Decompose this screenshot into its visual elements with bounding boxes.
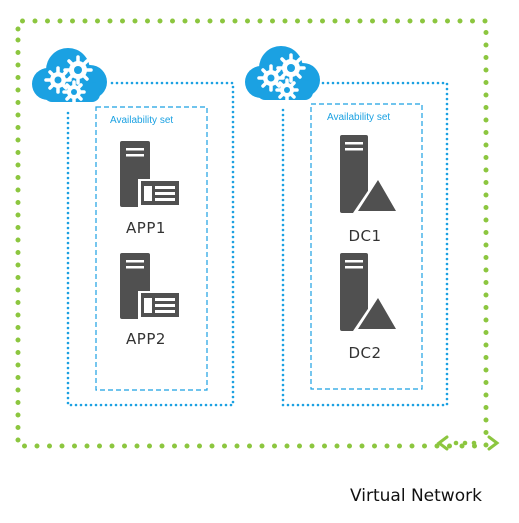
virtual-network-label: Virtual Network <box>350 486 482 506</box>
server-label-dc1: DC1 <box>348 227 382 245</box>
domain-controller-icon <box>340 253 400 331</box>
app-server-icon <box>120 253 181 319</box>
server-label-app2: APP2 <box>126 330 166 348</box>
app-server-icon <box>120 141 181 207</box>
domain-controller-icon <box>340 135 400 213</box>
cloud-gears-icon <box>245 46 320 102</box>
availability-set-label: Availability set <box>327 112 391 123</box>
server-label-app1: APP1 <box>126 219 166 237</box>
availability-set-label: Availability set <box>110 115 174 126</box>
server-label-dc2: DC2 <box>348 344 382 362</box>
cloud-gears-icon <box>32 48 107 104</box>
